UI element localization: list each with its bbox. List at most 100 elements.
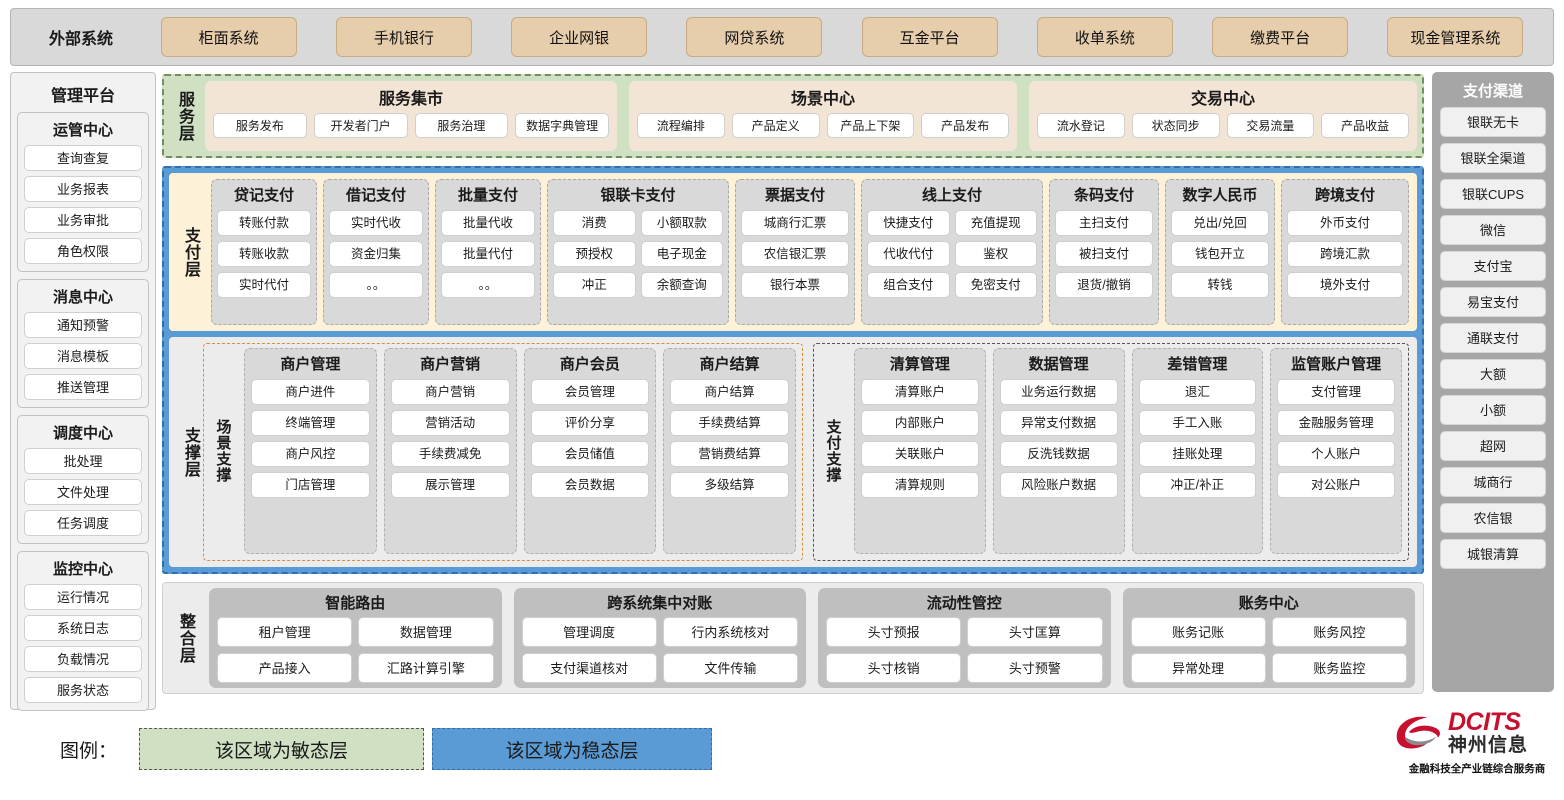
external-system-item[interactable]: 企业网银 xyxy=(511,17,648,57)
menu-item[interactable]: 文件处理 xyxy=(24,479,142,505)
payment-item[interactable]: 鉴权 xyxy=(954,241,1037,267)
channel-item[interactable]: 易宝支付 xyxy=(1440,287,1546,317)
integration-item[interactable]: 头寸核销 xyxy=(826,653,962,683)
payment-item[interactable]: 境外支付 xyxy=(1287,272,1403,298)
channel-item[interactable]: 支付宝 xyxy=(1440,251,1546,281)
payment-item[interactable]: 余额查询 xyxy=(640,272,723,298)
integration-item[interactable]: 账务记账 xyxy=(1130,617,1266,647)
support-item[interactable]: 商户风控 xyxy=(251,441,370,467)
integration-item[interactable]: 产品接入 xyxy=(217,653,353,683)
service-item[interactable]: 产品收益 xyxy=(1321,113,1409,138)
payment-item[interactable]: 银行本票 xyxy=(741,272,849,298)
channel-item[interactable]: 银联CUPS xyxy=(1440,179,1546,209)
menu-item[interactable]: 消息模板 xyxy=(24,343,142,369)
channel-item[interactable]: 银联全渠道 xyxy=(1440,143,1546,173)
channel-item[interactable]: 城商行 xyxy=(1440,467,1546,497)
payment-item[interactable]: 免密支付 xyxy=(954,272,1037,298)
payment-item[interactable]: 充值提现 xyxy=(954,210,1037,236)
support-item[interactable]: 营销活动 xyxy=(390,410,510,436)
support-item[interactable]: 冲正/补正 xyxy=(1138,472,1257,498)
channel-item[interactable]: 微信 xyxy=(1440,215,1546,245)
support-item[interactable]: 业务运行数据 xyxy=(999,379,1118,405)
payment-item[interactable]: 批量代收 xyxy=(441,210,535,236)
support-item[interactable]: 清算账户 xyxy=(861,379,979,405)
integration-item[interactable]: 头寸预警 xyxy=(967,653,1103,683)
menu-item[interactable]: 服务状态 xyxy=(24,677,142,703)
external-system-item[interactable]: 手机银行 xyxy=(335,17,472,57)
support-item[interactable]: 门店管理 xyxy=(251,472,370,498)
payment-item[interactable]: 组合支付 xyxy=(867,272,950,298)
support-item[interactable]: 营销费结算 xyxy=(670,441,789,467)
support-item[interactable]: 风险账户数据 xyxy=(999,472,1118,498)
payment-item[interactable]: 主扫支付 xyxy=(1055,210,1153,236)
payment-item[interactable]: 小额取款 xyxy=(640,210,723,236)
payment-item[interactable]: 预授权 xyxy=(553,241,636,267)
menu-item[interactable]: 运行情况 xyxy=(24,584,142,610)
integration-item[interactable]: 行内系统核对 xyxy=(662,617,798,647)
service-item[interactable]: 状态同步 xyxy=(1131,113,1220,138)
payment-item[interactable]: 批量代付 xyxy=(441,241,535,267)
service-item[interactable]: 流程编排 xyxy=(637,113,725,138)
support-item[interactable]: 会员储值 xyxy=(530,441,650,467)
integration-item[interactable]: 头寸匡算 xyxy=(967,617,1103,647)
channel-item[interactable]: 城银清算 xyxy=(1440,539,1546,569)
external-system-item[interactable]: 缴费平台 xyxy=(1212,17,1349,57)
channel-item[interactable]: 大额 xyxy=(1440,359,1546,389)
menu-item[interactable]: 推送管理 xyxy=(24,374,142,400)
menu-item[interactable]: 通知预警 xyxy=(24,312,142,338)
service-item[interactable]: 产品上下架 xyxy=(826,113,915,138)
payment-item[interactable]: 农信银汇票 xyxy=(741,241,849,267)
support-item[interactable]: 金融服务管理 xyxy=(1277,410,1395,436)
support-item[interactable]: 内部账户 xyxy=(861,410,979,436)
channel-item[interactable]: 小额 xyxy=(1440,395,1546,425)
support-item[interactable]: 商户进件 xyxy=(251,379,370,405)
payment-item[interactable]: 被扫支付 xyxy=(1055,241,1153,267)
payment-item[interactable]: 外币支付 xyxy=(1287,210,1403,236)
integration-item[interactable]: 异常处理 xyxy=(1130,653,1266,683)
menu-item[interactable]: 角色权限 xyxy=(24,238,142,264)
support-item[interactable]: 挂账处理 xyxy=(1138,441,1257,467)
channel-item[interactable]: 超网 xyxy=(1440,431,1546,461)
service-item[interactable]: 产品发布 xyxy=(921,113,1009,138)
support-item[interactable]: 会员数据 xyxy=(530,472,650,498)
support-item[interactable]: 评价分享 xyxy=(530,410,650,436)
service-item[interactable]: 服务治理 xyxy=(414,113,509,138)
integration-item[interactable]: 头寸预报 xyxy=(826,617,962,647)
payment-item[interactable]: 。。 xyxy=(329,272,423,298)
payment-item[interactable]: 代收代付 xyxy=(867,241,950,267)
service-item[interactable]: 流水登记 xyxy=(1037,113,1125,138)
integration-item[interactable]: 支付渠道核对 xyxy=(521,653,657,683)
integration-item[interactable]: 管理调度 xyxy=(521,617,657,647)
support-item[interactable]: 展示管理 xyxy=(390,472,510,498)
service-item[interactable]: 数据字典管理 xyxy=(515,113,609,138)
external-system-item[interactable]: 网贷系统 xyxy=(686,17,823,57)
payment-item[interactable]: 冲正 xyxy=(553,272,636,298)
channel-item[interactable]: 农信银 xyxy=(1440,503,1546,533)
external-system-item[interactable]: 现金管理系统 xyxy=(1387,17,1524,57)
support-item[interactable]: 多级结算 xyxy=(670,472,789,498)
service-item[interactable]: 交易流量 xyxy=(1226,113,1315,138)
support-item[interactable]: 异常支付数据 xyxy=(999,410,1118,436)
support-item[interactable]: 清算规则 xyxy=(861,472,979,498)
integration-item[interactable]: 账务风控 xyxy=(1271,617,1407,647)
payment-item[interactable]: 兑出/兑回 xyxy=(1171,210,1269,236)
service-item[interactable]: 开发者门户 xyxy=(313,113,408,138)
payment-item[interactable]: 消费 xyxy=(553,210,636,236)
payment-item[interactable]: 电子现金 xyxy=(640,241,723,267)
integration-item[interactable]: 数据管理 xyxy=(358,617,494,647)
support-item[interactable]: 反洗钱数据 xyxy=(999,441,1118,467)
payment-item[interactable]: 转账收款 xyxy=(217,241,311,267)
support-item[interactable]: 退汇 xyxy=(1138,379,1257,405)
payment-item[interactable]: 转钱 xyxy=(1171,272,1269,298)
payment-item[interactable]: 资金归集 xyxy=(329,241,423,267)
menu-item[interactable]: 任务调度 xyxy=(24,510,142,536)
payment-item[interactable]: 退货/撤销 xyxy=(1055,272,1153,298)
menu-item[interactable]: 系统日志 xyxy=(24,615,142,641)
support-item[interactable]: 支付管理 xyxy=(1277,379,1395,405)
service-item[interactable]: 产品定义 xyxy=(731,113,820,138)
support-item[interactable]: 终端管理 xyxy=(251,410,370,436)
external-system-item[interactable]: 柜面系统 xyxy=(160,17,297,57)
payment-item[interactable]: 城商行汇票 xyxy=(741,210,849,236)
support-item[interactable]: 个人账户 xyxy=(1277,441,1395,467)
integration-item[interactable]: 汇路计算引擎 xyxy=(358,653,494,683)
